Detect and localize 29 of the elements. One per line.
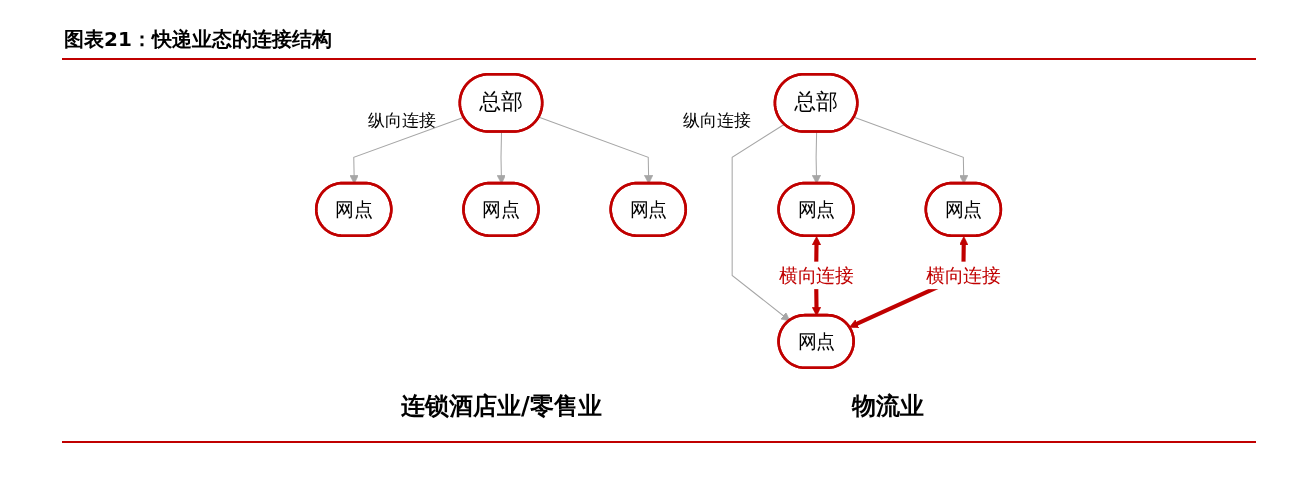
figure-title: 图表21：快递业态的连接结构	[64, 26, 332, 53]
node-label: 网点	[630, 198, 668, 221]
arrow	[812, 131, 822, 184]
oval-node	[777, 313, 856, 370]
connection-note: 纵向连接	[683, 108, 752, 132]
node-label: 网点	[482, 198, 520, 221]
connection-note: 纵向连接	[368, 108, 437, 132]
node-label: 网点	[797, 330, 836, 353]
arrow	[497, 131, 507, 184]
node-label: 总部	[794, 89, 839, 115]
oval-node	[777, 181, 856, 237]
oval-node	[462, 181, 541, 237]
section-caption: 连锁酒店业/零售业	[400, 391, 602, 422]
oval-node	[315, 181, 393, 237]
oval-node	[774, 72, 859, 133]
oval-node	[458, 72, 544, 133]
arrow	[732, 123, 791, 322]
node-label: 网点	[797, 198, 836, 221]
oval-node	[609, 181, 688, 237]
node-label: 网点	[335, 198, 373, 221]
section-caption: 物流业	[852, 391, 925, 422]
node-label: 总部	[479, 89, 524, 115]
edge-label: 横向连接	[926, 261, 1001, 290]
arrow	[350, 116, 465, 184]
node-label: 网点	[945, 198, 983, 221]
oval-node	[924, 181, 1003, 237]
arrow	[539, 116, 654, 184]
arrow	[854, 116, 969, 184]
edge-label: 横向连接	[779, 261, 854, 290]
